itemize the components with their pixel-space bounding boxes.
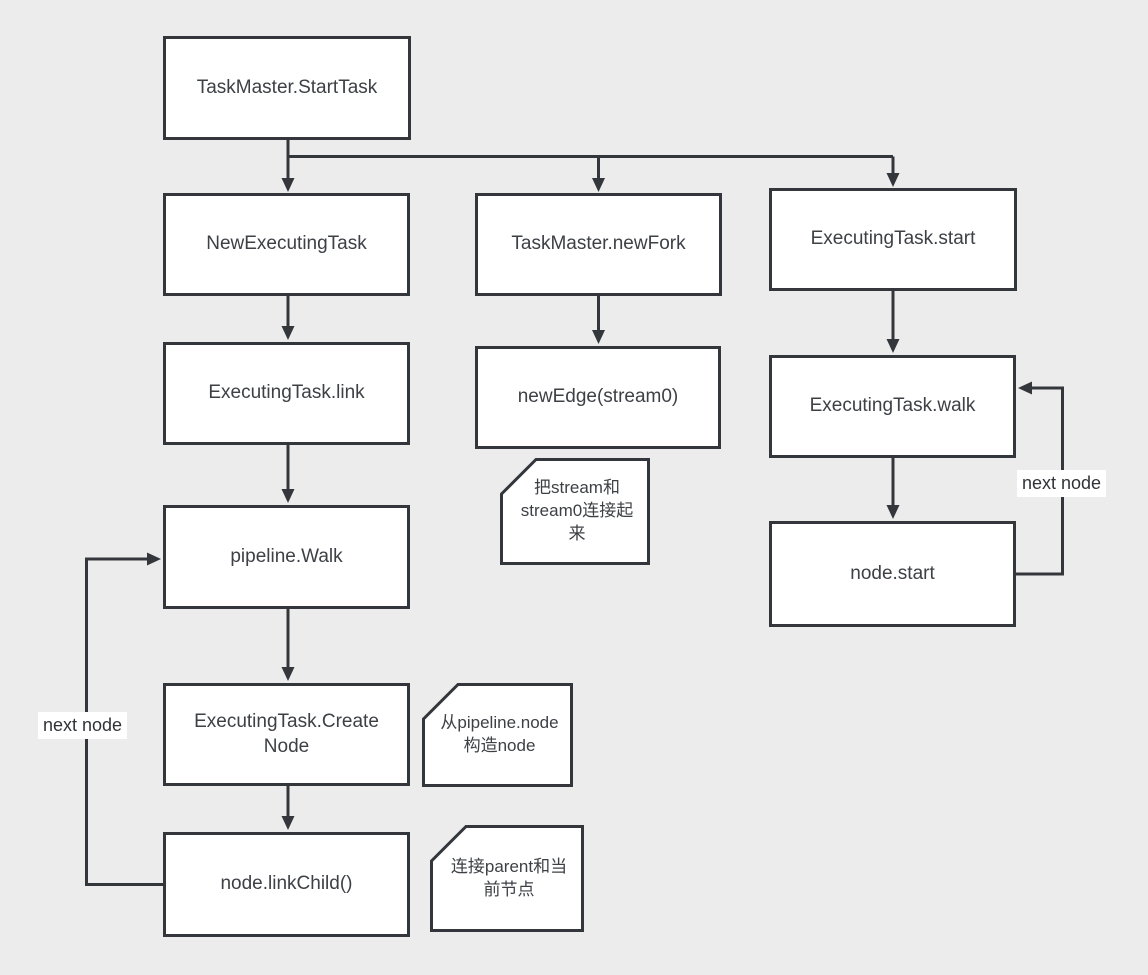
flow-node-label: node.linkChild() [220,873,353,895]
note-connect-streams: 把stream和stream0连接起来 [500,458,650,565]
flow-node-executing-task-start: ExecutingTask.start [769,188,1017,291]
flow-node-label: node.start [850,562,935,584]
edge-label-next-node-left: next node [38,712,128,740]
flow-node-executing-task-link: ExecutingTask.link [163,342,410,445]
note-shape [430,825,584,932]
flow-node-label: newEdge(stream0) [517,386,679,408]
edge-label-next-node-right: next node [1017,470,1107,498]
flow-node-taskmaster-newfork: TaskMaster.newFork [475,193,722,296]
note-text: 把stream和stream0连接起来 [520,478,634,543]
flow-node-label: TaskMaster.StartTask [196,76,378,98]
flow-node-label: NewExecutingTask [206,233,367,255]
flow-node-label: TaskMaster.newFork [511,233,686,255]
note-text: 从pipeline.node构造node [440,713,559,755]
note-text: 连接parent和当前节点 [450,856,568,899]
flow-node-node-link-child: node.linkChild() [163,832,410,937]
flow-node-label: pipeline.Walk [230,545,343,567]
connector-fork-trunk [286,140,893,158]
note-shape [500,458,650,565]
flow-node-label: ExecutingTask.CreateNode [194,710,379,757]
flow-node-label: ExecutingTask.start [810,228,976,250]
flow-node-pipeline-walk: pipeline.Walk [163,505,410,609]
flow-node-label: ExecutingTask.walk [809,395,976,417]
flow-node-new-executing-task: NewExecutingTask [163,193,410,296]
flow-node-label: ExecutingTask.link [208,382,365,404]
flow-node-new-edge-stream0: newEdge(stream0) [475,346,721,449]
flow-node-executing-task-walk: ExecutingTask.walk [769,355,1016,458]
flow-node-node-start: node.start [769,521,1016,627]
note-link-parent: 连接parent和当前节点 [430,825,584,932]
flow-node-executing-task-create-node: ExecutingTask.CreateNode [163,683,410,786]
flow-node-taskmaster-starttask: TaskMaster.StartTask [163,36,411,140]
note-construct-node: 从pipeline.node构造node [422,683,573,787]
note-shape [422,683,573,787]
